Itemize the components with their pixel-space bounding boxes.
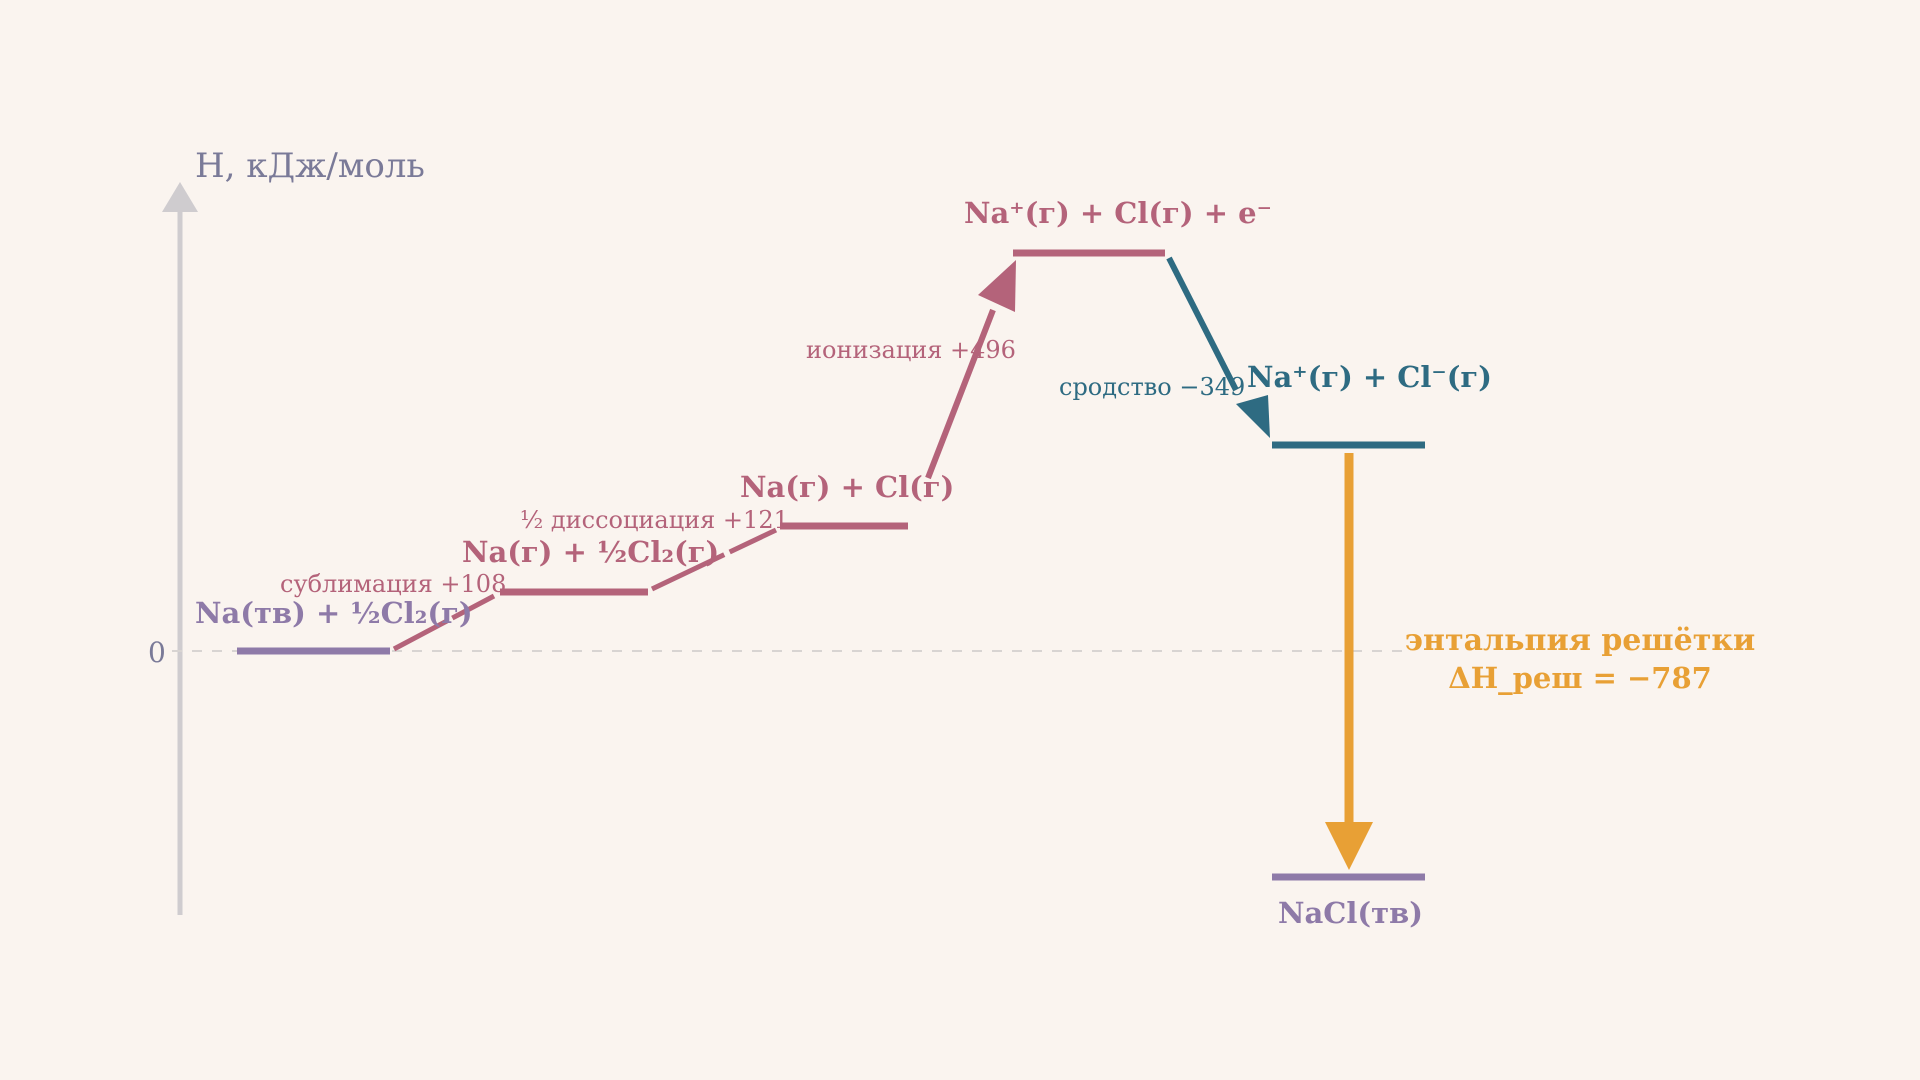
dissociation-arrow [650,527,778,592]
label-nacl-solid: NaCl(тв) [1278,896,1423,930]
lattice-arrowhead [1325,822,1373,870]
step-dissociation: ½ диссоциация +121 [520,506,789,534]
y-axis-label: H, кДж/моль [195,146,425,186]
step-sublimation: сублимация +108 [280,570,506,598]
label-na-cl-gas: Na(г) + Cl(г) [740,470,954,504]
lattice-value: ΔH_реш = −787 [1448,661,1712,695]
sublimation-arrow [392,593,496,652]
lattice-title: энтальпия решётки [1405,623,1755,658]
label-na-solid: Na(тв) + ½Cl₂(г) [195,596,473,630]
label-ions-gas: Na⁺(г) + Cl⁻(г) [1247,360,1492,394]
y-axis-arrowhead [162,182,198,212]
label-ions-electron: Na⁺(г) + Cl(г) + e⁻ [964,196,1272,230]
ionization-arrowhead [978,260,1016,312]
zero-tick-label: 0 [148,636,166,669]
step-affinity: сродство −349 [1059,373,1245,401]
ionization-arrow [925,308,996,480]
affinity-arrowhead [1236,395,1270,438]
step-ionization: ионизация +496 [806,336,1016,364]
label-na-gas: Na(г) + ½Cl₂(г) [462,535,719,569]
affinity-arrow [1166,256,1239,392]
